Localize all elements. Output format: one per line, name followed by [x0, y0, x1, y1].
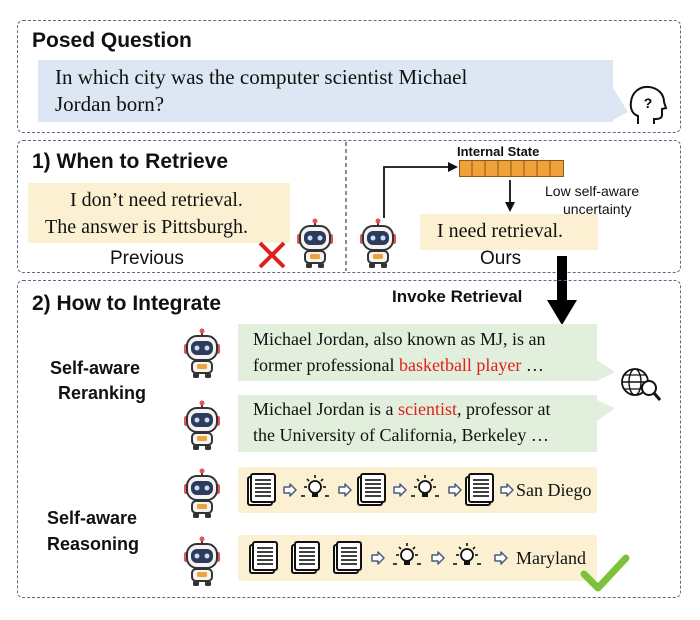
cross-icon — [258, 241, 286, 269]
reranking-label-2: Reranking — [58, 383, 147, 403]
posed-question-panel — [17, 20, 681, 133]
checkmark-icon — [580, 554, 630, 592]
globe-search-icon — [621, 368, 662, 401]
reasoning-label-1: Self-aware — [47, 508, 138, 528]
document-icon — [292, 542, 319, 573]
answer-1: San Diego — [516, 480, 592, 500]
how-to-integrate-panel — [17, 280, 681, 598]
uncertainty-line-1: Low self-aware — [545, 183, 640, 199]
doc2-line-1: Michael Jordan is a scientist, professor… — [253, 399, 551, 419]
invoke-retrieval-label: Invoke Retrieval — [392, 287, 523, 306]
previous-line-1: I don’t need retrieval. — [70, 189, 243, 211]
reranking-label-1: Self-aware — [50, 358, 141, 378]
right-arrow-icon — [495, 552, 507, 564]
doc-bubble-1 — [238, 324, 597, 381]
how-to-integrate-title: 2) How to Integrate — [32, 292, 222, 315]
internal-state-label: Internal State — [457, 144, 540, 159]
doc-bubble-2 — [238, 395, 597, 452]
question-line-1: In which city was the computer scientist… — [55, 65, 468, 89]
when-to-retrieve-title: 1) When to Retrieve — [32, 150, 229, 173]
reasoning-chain-1 — [238, 467, 597, 513]
right-arrow-icon — [372, 552, 384, 564]
right-arrow-icon — [432, 552, 444, 564]
answer-2: Maryland — [516, 548, 586, 568]
uncertainty-line-2: uncertainty — [563, 201, 632, 217]
previous-bubble — [28, 183, 290, 243]
doc1-line-1: Michael Jordan, also known as MJ, is an — [253, 329, 546, 349]
reasoning-label-2: Reasoning — [47, 534, 140, 554]
ours-text: I need retrieval. — [437, 220, 564, 242]
previous-caption: Previous — [110, 248, 184, 269]
internal-state-vector — [459, 160, 564, 177]
question-bubble — [38, 60, 613, 122]
document-icon — [334, 542, 361, 573]
doc2-line-2: the University of California, Berkeley … — [253, 425, 549, 445]
lightbulb-icon — [393, 543, 421, 565]
head-question-icon: ? — [629, 85, 668, 124]
ours-caption: Ours — [480, 248, 522, 269]
doc1-line-2: former professional basketball player … — [253, 355, 544, 375]
question-line-2: Jordan born? — [55, 92, 165, 116]
ours-bubble — [420, 214, 598, 250]
document-icon — [250, 542, 277, 573]
when-to-retrieve-panel — [17, 140, 681, 273]
lightbulb-icon — [453, 543, 481, 565]
previous-line-2: The answer is Pittsburgh. — [45, 216, 248, 238]
svg-text:?: ? — [644, 95, 653, 111]
posed-question-title: Posed Question — [32, 29, 192, 52]
